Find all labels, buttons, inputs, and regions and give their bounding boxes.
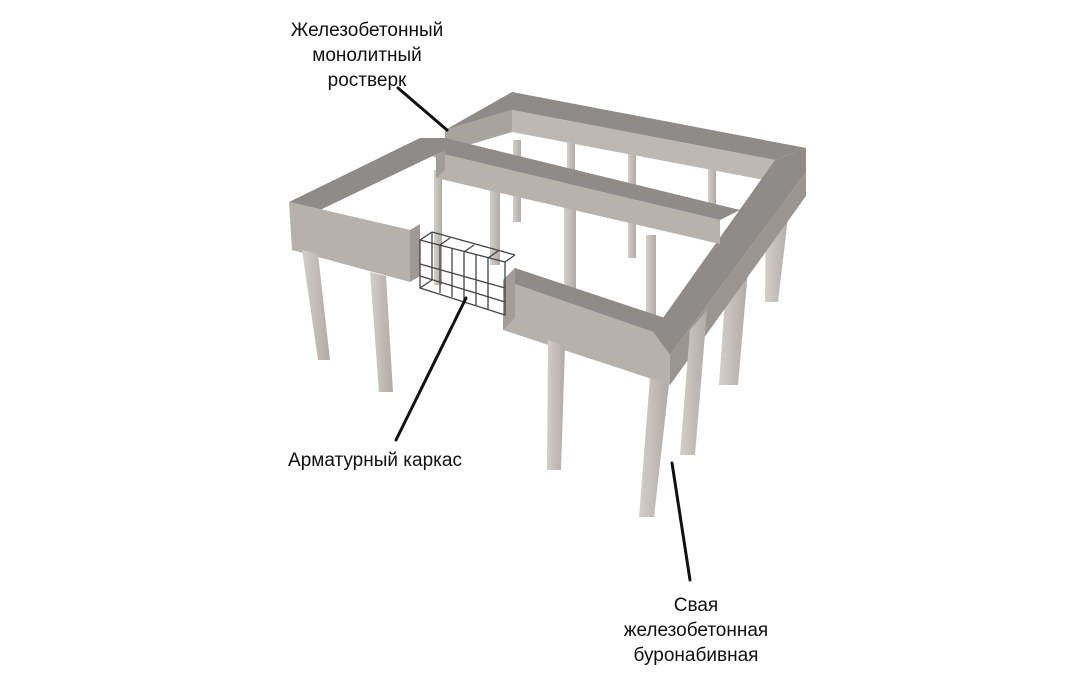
- pile-label-line: Свая: [673, 595, 719, 616]
- pile: [370, 272, 393, 392]
- rebar-cage-label: Арматурный каркас: [270, 448, 480, 473]
- pile: [646, 235, 656, 315]
- rebar-cage: [419, 231, 516, 316]
- pile: [302, 250, 330, 360]
- beam-back-top: [445, 92, 806, 160]
- grillage-label-line: монолитный: [312, 45, 422, 66]
- beam-left-front: [289, 202, 410, 282]
- beam-left-end: [410, 224, 420, 282]
- pile-label: Свая железобетонная буронабивная: [596, 593, 796, 668]
- beam-front-face: [503, 280, 670, 385]
- pile: [490, 185, 500, 265]
- pile: [547, 340, 565, 470]
- beam-front-top: [503, 268, 665, 332]
- beam-middle-top: [418, 138, 740, 220]
- beam-left-inner: [445, 110, 512, 152]
- beam-left-top: [289, 138, 445, 230]
- grillage-label: Железобетонный монолитный ростверк: [262, 18, 472, 93]
- cage-outline: [419, 239, 506, 316]
- grillage-leader: [396, 86, 449, 132]
- leader-lines: [394, 86, 692, 582]
- grillage: [289, 92, 806, 385]
- beam-middle-face: [418, 148, 720, 244]
- pile: [564, 205, 576, 300]
- grillage-label-line: Железобетонный: [290, 20, 444, 41]
- pile: [680, 310, 707, 455]
- pile-label-line: железобетонная: [623, 620, 769, 641]
- rebar-cage-label-text: Арматурный каркас: [288, 450, 462, 471]
- cage-leader: [394, 296, 468, 442]
- beam-front-end: [503, 268, 515, 330]
- pile: [708, 168, 716, 205]
- grillage-label-line: ростверк: [327, 70, 407, 91]
- pile-label-line: буронабивная: [633, 645, 759, 666]
- front-piles: [302, 250, 707, 517]
- pile: [639, 378, 669, 517]
- pile-leader: [670, 461, 692, 582]
- beam-back-face: [512, 110, 775, 182]
- beam-right-top: [653, 148, 806, 355]
